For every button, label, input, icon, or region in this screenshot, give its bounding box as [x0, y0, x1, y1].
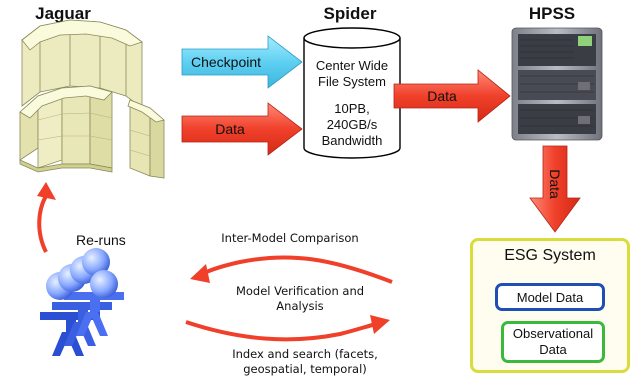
- checkpoint-label: Checkpoint: [190, 54, 262, 70]
- index-line-2: geospatial, temporal): [243, 362, 367, 376]
- spider-line-4: 240GB/s: [326, 117, 378, 132]
- comparison-label: Inter-Model Comparison: [221, 231, 359, 245]
- data-arrow-to-spider: [181, 102, 303, 156]
- spider-title: Spider: [323, 4, 377, 23]
- data-arrow-to-hpss: [393, 69, 511, 123]
- spider-line-2: File System: [318, 74, 386, 89]
- observational-data-line-2: Data: [539, 342, 567, 357]
- index-line-1: Index and search (facets,: [232, 347, 378, 361]
- verification-line-2: Analysis: [276, 299, 324, 313]
- esg-title: ESG System: [504, 247, 596, 264]
- spider-storage-cylinder-icon: [303, 27, 401, 159]
- users-group-icon: [40, 248, 124, 356]
- model-data-label: Model Data: [516, 289, 584, 305]
- comparison-arrow: [201, 255, 393, 284]
- observational-data-line-1: Observational: [512, 326, 594, 341]
- verification-label: Model Verification and Analysis: [210, 284, 390, 314]
- reruns-arrow: [37, 195, 48, 253]
- hpss-tape-library-icon: [511, 27, 603, 141]
- spider-text: Center Wide File System 10PB, 240GB/s Ba…: [304, 58, 400, 149]
- spider-line-3: 10PB,: [334, 101, 370, 116]
- data-label-to-hpss: Data: [427, 88, 457, 104]
- hpss-title: HPSS: [528, 4, 576, 23]
- observational-data-box: Observational Data: [501, 321, 605, 363]
- index-search-arrow: [185, 320, 377, 342]
- data-label-to-esg: Data: [547, 169, 563, 199]
- data-arrow-to-esg: [529, 145, 581, 233]
- checkpoint-arrow: [181, 35, 303, 89]
- spider-line-1: Center Wide: [315, 58, 389, 73]
- model-data-box: Model Data: [495, 283, 605, 311]
- jaguar-supercomputer-icon: [19, 19, 165, 179]
- reruns-label: Re-runs: [76, 232, 126, 248]
- index-search-label: Index and search (facets, geospatial, te…: [210, 347, 400, 377]
- esg-system-box: ESG System Model Data Observational Data: [470, 238, 630, 373]
- verification-line-1: Model Verification and: [235, 284, 365, 298]
- jaguar-title: Jaguar: [35, 4, 91, 23]
- data-label-to-spider: Data: [215, 121, 245, 137]
- spider-line-5: Bandwidth: [321, 133, 383, 148]
